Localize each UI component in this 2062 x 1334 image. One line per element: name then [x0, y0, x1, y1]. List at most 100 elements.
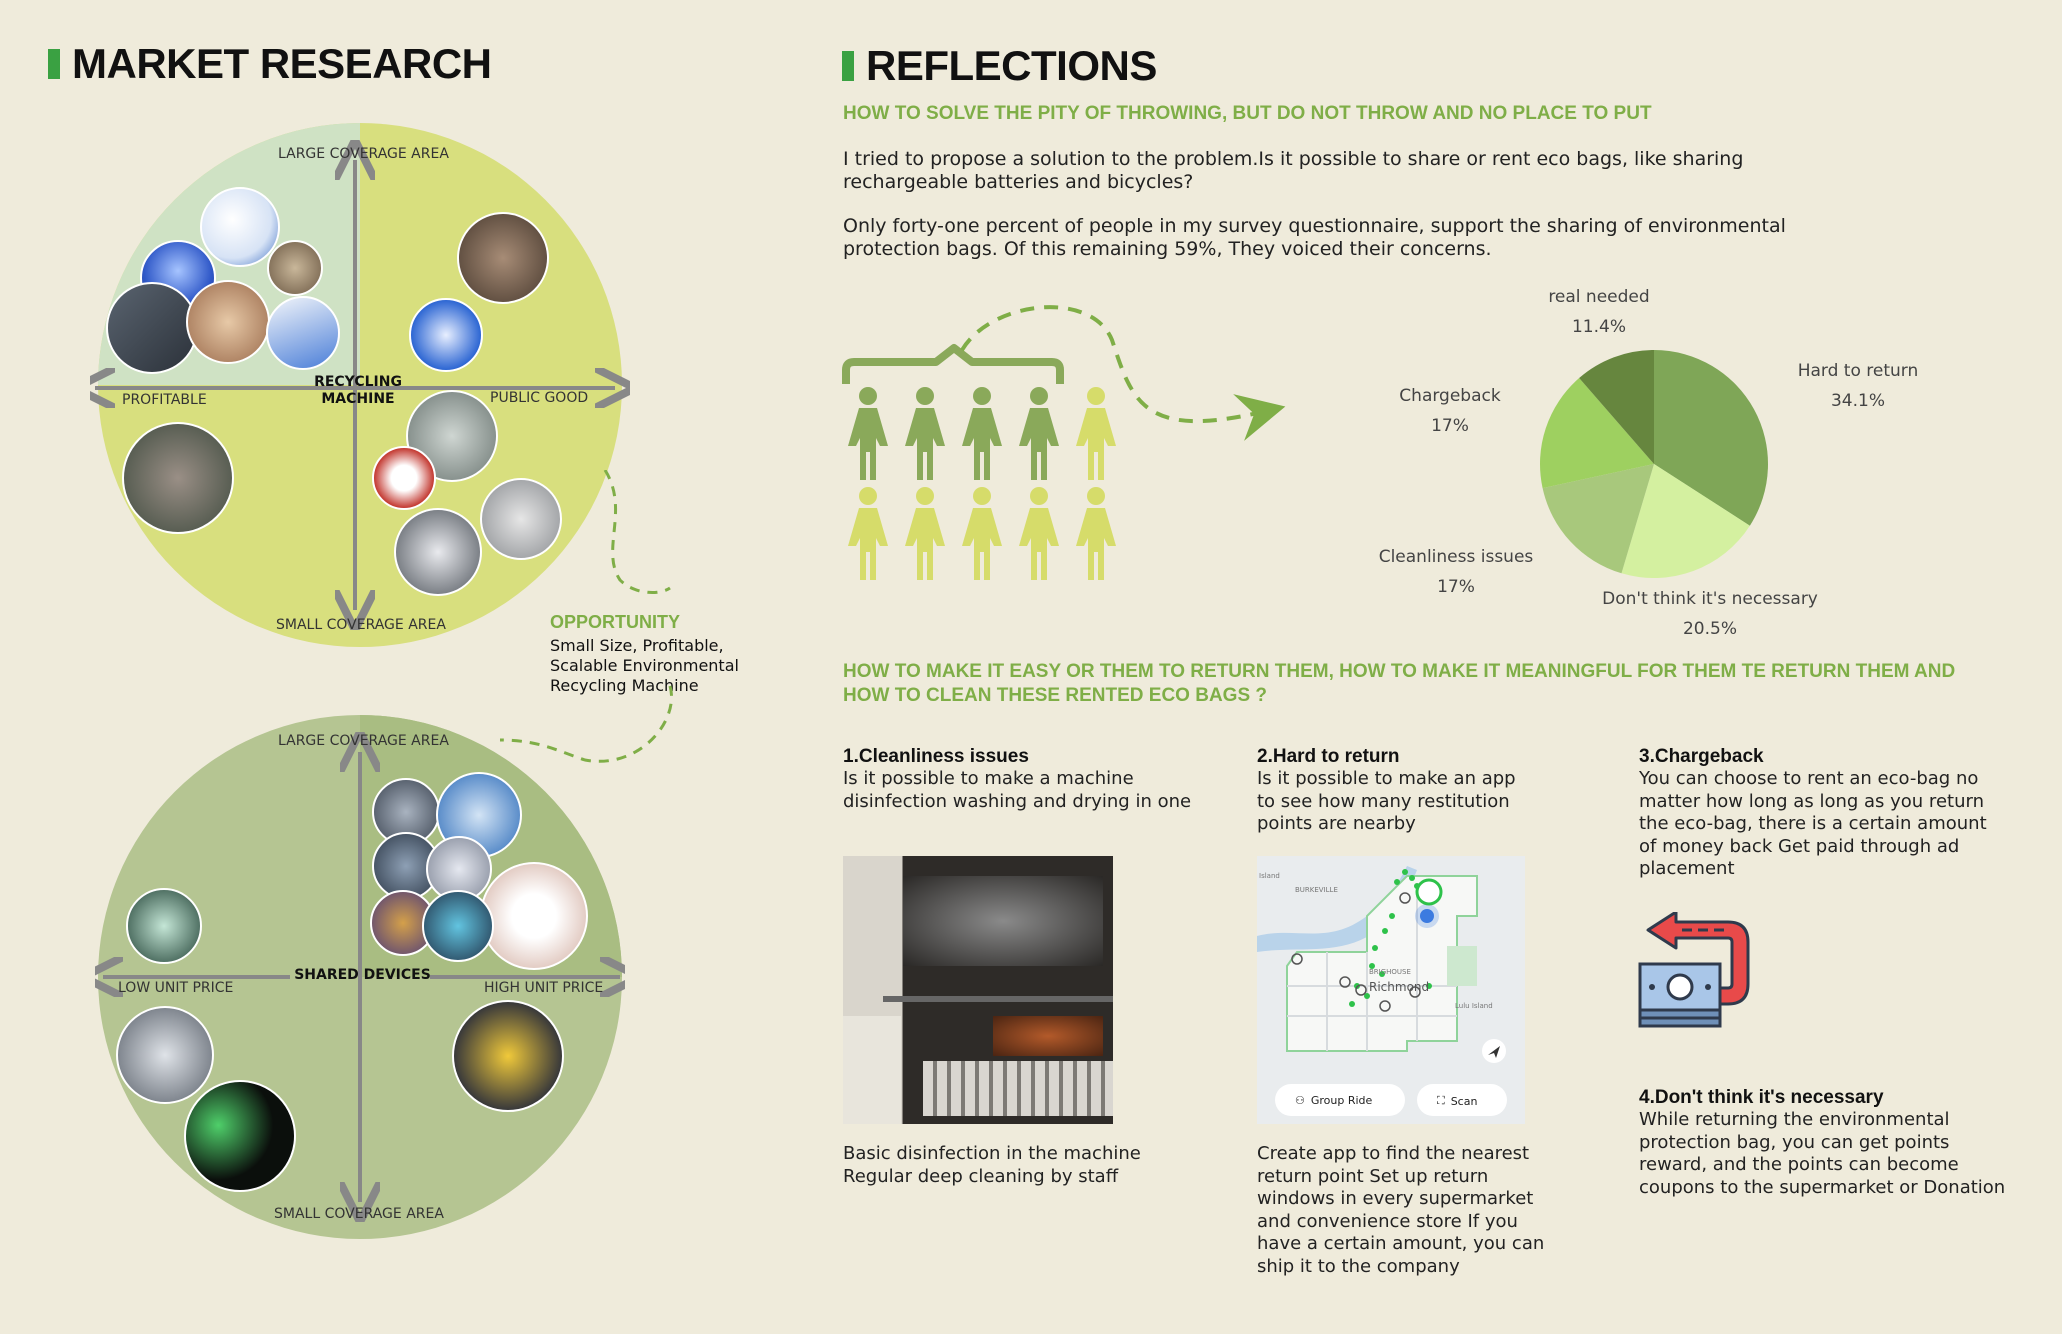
opportunity-title: OPPORTUNITY	[550, 612, 681, 632]
map-label: Lulu Island	[1455, 1002, 1493, 1010]
group-bracket	[842, 344, 1064, 384]
pie-label-chargeback: Chargeback 17%	[1390, 381, 1510, 441]
solution-2-outcome: Create app to find the nearest return po…	[1257, 1143, 1545, 1277]
chart2-left-label: LOW UNIT PRICE	[118, 980, 234, 996]
photo-circle	[457, 212, 549, 304]
map-label: Richmond	[1369, 980, 1430, 994]
opportunity-text: Small Size, Profitable, Scalable Environ…	[550, 636, 739, 695]
photo-circle	[422, 890, 494, 962]
pie-label-text: Don't think it's necessary	[1602, 589, 1818, 609]
money-back-icon	[1638, 912, 1750, 1028]
person-figure	[1019, 487, 1059, 580]
pie-slice	[1654, 350, 1768, 526]
people-pictogram	[842, 305, 1286, 580]
concerns-pie-chart	[1540, 350, 1768, 578]
person-figure	[962, 487, 1002, 580]
chart1-right-label: PUBLIC GOOD	[490, 390, 589, 406]
pie-label-value: 17%	[1437, 577, 1475, 597]
person-figure	[905, 487, 945, 580]
market-research-title: MARKET RESEARCH	[48, 40, 492, 88]
pie-label-value: 17%	[1431, 416, 1469, 436]
chart1-left-label: PROFITABLE	[122, 392, 207, 408]
photo-circle	[116, 1006, 214, 1104]
solution-title: 4.Don't think it's necessary	[1639, 1087, 1884, 1108]
photo-circle	[184, 1080, 296, 1192]
solution-1-outcome: Basic disinfection in the machine Regula…	[843, 1143, 1141, 1187]
photo-circle	[267, 240, 323, 296]
chart2-top-label: LARGE COVERAGE AREA	[278, 733, 449, 749]
solution-desc: Is it possible to make an app to see how…	[1257, 768, 1516, 834]
dishwasher-photo	[843, 856, 1113, 1124]
photo-circle	[426, 836, 492, 902]
photo-circle	[372, 446, 436, 510]
pie-label-text: Chargeback	[1399, 386, 1501, 406]
scan-icon: ⛶	[1437, 1094, 1445, 1107]
reflections-heading-2: HOW TO MAKE IT EASY OR THEM TO RETURN TH…	[843, 661, 1956, 706]
photo-circle	[186, 280, 270, 364]
photo-circle	[122, 422, 234, 534]
person-figure	[1019, 387, 1059, 480]
photo-circle	[126, 888, 202, 964]
title-accent-bar	[48, 49, 60, 79]
photo-circle	[394, 508, 482, 596]
solution-cleanliness: 1.Cleanliness issues Is it possible to m…	[843, 746, 1243, 813]
dashed-arrow	[960, 305, 1286, 441]
chart2-bottom-label: SMALL COVERAGE AREA	[274, 1206, 444, 1222]
solution-desc: While returning the environmental protec…	[1639, 1109, 2006, 1198]
photo-circle	[406, 390, 498, 482]
pie-label-cleanliness-issues: Cleanliness issues 17%	[1368, 542, 1544, 602]
photo-circle	[480, 478, 562, 560]
reflections-heading-1: HOW TO SOLVE THE PITY OF THROWING, BUT D…	[843, 103, 1652, 124]
pie-slice	[1540, 378, 1654, 489]
solution-hard-to-return: 2.Hard to return Is it possible to make …	[1257, 746, 1527, 836]
pie-slice	[1621, 464, 1750, 578]
pie-label-real-needed: real needed 11.4%	[1542, 282, 1656, 342]
chart2-right-label: HIGH UNIT PRICE	[484, 980, 604, 996]
person-figure	[905, 387, 945, 480]
pie-label-value: 34.1%	[1830, 391, 1885, 411]
solution-chargeback: 3.Chargeback You can choose to rent an e…	[1639, 746, 1989, 881]
chart1-top-label: LARGE COVERAGE AREA	[278, 146, 449, 162]
pie-label-text: Hard to return	[1797, 361, 1919, 381]
photo-circle	[106, 282, 198, 374]
map-label: Island	[1259, 872, 1280, 880]
solution-title: 1.Cleanliness issues	[843, 746, 1029, 767]
person-figure	[1076, 487, 1116, 580]
map-label: BURKEVILLE	[1295, 886, 1338, 894]
group-ride-button[interactable]: ⚇Group Ride	[1295, 1094, 1373, 1107]
solution-not-necessary: 4.Don't think it's necessary While retur…	[1639, 1087, 2019, 1199]
pie-label-value: 20.5%	[1682, 619, 1737, 639]
solution-title: 3.Chargeback	[1639, 746, 1764, 767]
photo-circle	[452, 1000, 564, 1112]
solution-desc: Is it possible to make a machine disinfe…	[843, 768, 1192, 812]
dashed-connector	[499, 470, 673, 763]
pie-slice	[1542, 464, 1654, 574]
map-graphic	[1257, 866, 1507, 1116]
photo-circle	[200, 187, 280, 267]
map-label: BRIGHOUSE	[1369, 968, 1411, 976]
scan-button[interactable]: ⛶Scan	[1437, 1094, 1478, 1108]
return-points-map: BURKEVILLE BRIGHOUSE Richmond Island Lul…	[1257, 856, 1525, 1124]
person-figure	[962, 387, 1002, 480]
pie-label-hard-to-return: Hard to return 34.1%	[1788, 356, 1928, 416]
pie-label-dont-think-necessary: Don't think it's necessary 20.5%	[1590, 584, 1830, 644]
pie-label-value: 11.4%	[1571, 317, 1626, 337]
chart2-center-label: SHARED DEVICES	[294, 967, 431, 983]
reflections-title: REFLECTIONS	[842, 42, 1157, 90]
title-accent-bar	[842, 51, 854, 81]
group-icon: ⚇	[1295, 1094, 1305, 1107]
photo-circle	[266, 296, 340, 370]
solution-title: 2.Hard to return	[1257, 746, 1400, 767]
reflections-paragraph-1: I tried to propose a solution to the pro…	[843, 148, 1744, 193]
person-figure	[848, 487, 888, 580]
photo-circle	[480, 862, 588, 970]
chart1-bottom-label: SMALL COVERAGE AREA	[276, 617, 446, 633]
pie-slice	[1579, 350, 1654, 464]
reflections-paragraph-2: Only forty-one percent of people in my s…	[843, 215, 1786, 260]
pie-label-text: Cleanliness issues	[1378, 547, 1534, 567]
person-figure	[1076, 387, 1116, 480]
pie-label-text: real needed	[1548, 287, 1650, 307]
chart1-center-label: RECYCLING MACHINE	[314, 374, 402, 407]
photo-circle	[409, 298, 483, 372]
person-figure	[848, 387, 888, 480]
